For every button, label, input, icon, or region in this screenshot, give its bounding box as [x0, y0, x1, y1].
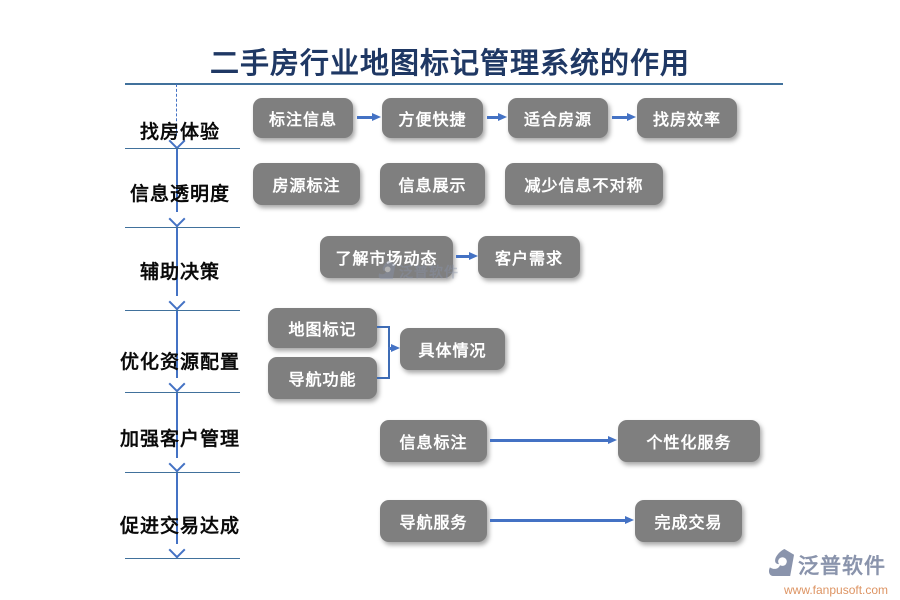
stage-label: 加强客户管理: [119, 429, 240, 450]
brand-name: 泛普软件: [798, 555, 886, 578]
arrow-down-icon: [168, 293, 186, 311]
brand-footer: 泛普软件 www.fanpusoft.com: [768, 548, 898, 597]
flow-box: 导航服务: [380, 500, 487, 542]
label-underline: [125, 227, 240, 228]
flow-box: 房源标注: [253, 163, 360, 205]
flow-box: 找房效率: [637, 98, 737, 138]
arrow-down-icon: [168, 375, 186, 393]
connector-line: [377, 326, 390, 328]
flow-box: 客户需求: [478, 236, 580, 278]
connector-line: [176, 227, 178, 296]
connector-line: [176, 84, 177, 136]
arrow-down-icon: [168, 455, 186, 473]
arrow-right-icon: [490, 436, 617, 444]
flow-box: 导航功能: [268, 357, 377, 399]
stage-label: 优化资源配置: [119, 352, 240, 373]
page-title: 二手房行业地图标记管理系统的作用: [209, 48, 690, 80]
connector-line: [388, 326, 390, 379]
flow-box: 减少信息不对称: [505, 163, 663, 205]
flow-box: 方便快捷: [382, 98, 483, 138]
fanpu-logo-icon: [378, 260, 396, 283]
watermark-text: 泛普软件: [399, 263, 459, 280]
label-underline: [125, 392, 240, 393]
fanpu-logo-icon: [768, 548, 795, 582]
flow-box: 完成交易: [635, 500, 742, 542]
watermark: 泛普软件: [378, 260, 459, 283]
flow-box: 具体情况: [400, 328, 505, 370]
stage-label: 辅助决策: [139, 262, 220, 283]
brand-url: www.fanpusoft.com: [784, 583, 889, 597]
label-underline: [125, 148, 240, 149]
flow-box: 适合房源: [508, 98, 608, 138]
connector-line: [176, 392, 178, 458]
stage-label: 促进交易达成: [119, 516, 240, 537]
connector-line: [176, 148, 178, 212]
flow-box: 信息标注: [380, 420, 487, 462]
flow-box: 了解市场动态: [320, 236, 453, 278]
title-underline: [125, 83, 783, 85]
label-underline: [125, 310, 240, 311]
stage-label: 信息透明度: [129, 184, 230, 205]
connector-line: [176, 310, 178, 378]
arrow-right-icon: [357, 113, 381, 121]
arrow-down-icon: [168, 210, 186, 228]
label-underline: [125, 472, 240, 473]
stage-label: 找房体验: [139, 122, 220, 143]
arrow-right-icon: [612, 113, 636, 121]
arrow-down-icon: [168, 541, 186, 559]
flow-box: 地图标记: [268, 308, 377, 348]
arrow-right-icon: [456, 252, 478, 260]
connector-line: [176, 472, 178, 544]
flow-box: 个性化服务: [618, 420, 760, 462]
label-underline: [125, 558, 240, 559]
connector-line: [377, 377, 390, 379]
flow-box: 信息展示: [380, 163, 485, 205]
arrow-right-icon: [490, 516, 634, 524]
flow-box: 标注信息: [253, 98, 353, 138]
arrow-right-icon: [388, 344, 400, 352]
arrow-right-icon: [487, 113, 507, 121]
